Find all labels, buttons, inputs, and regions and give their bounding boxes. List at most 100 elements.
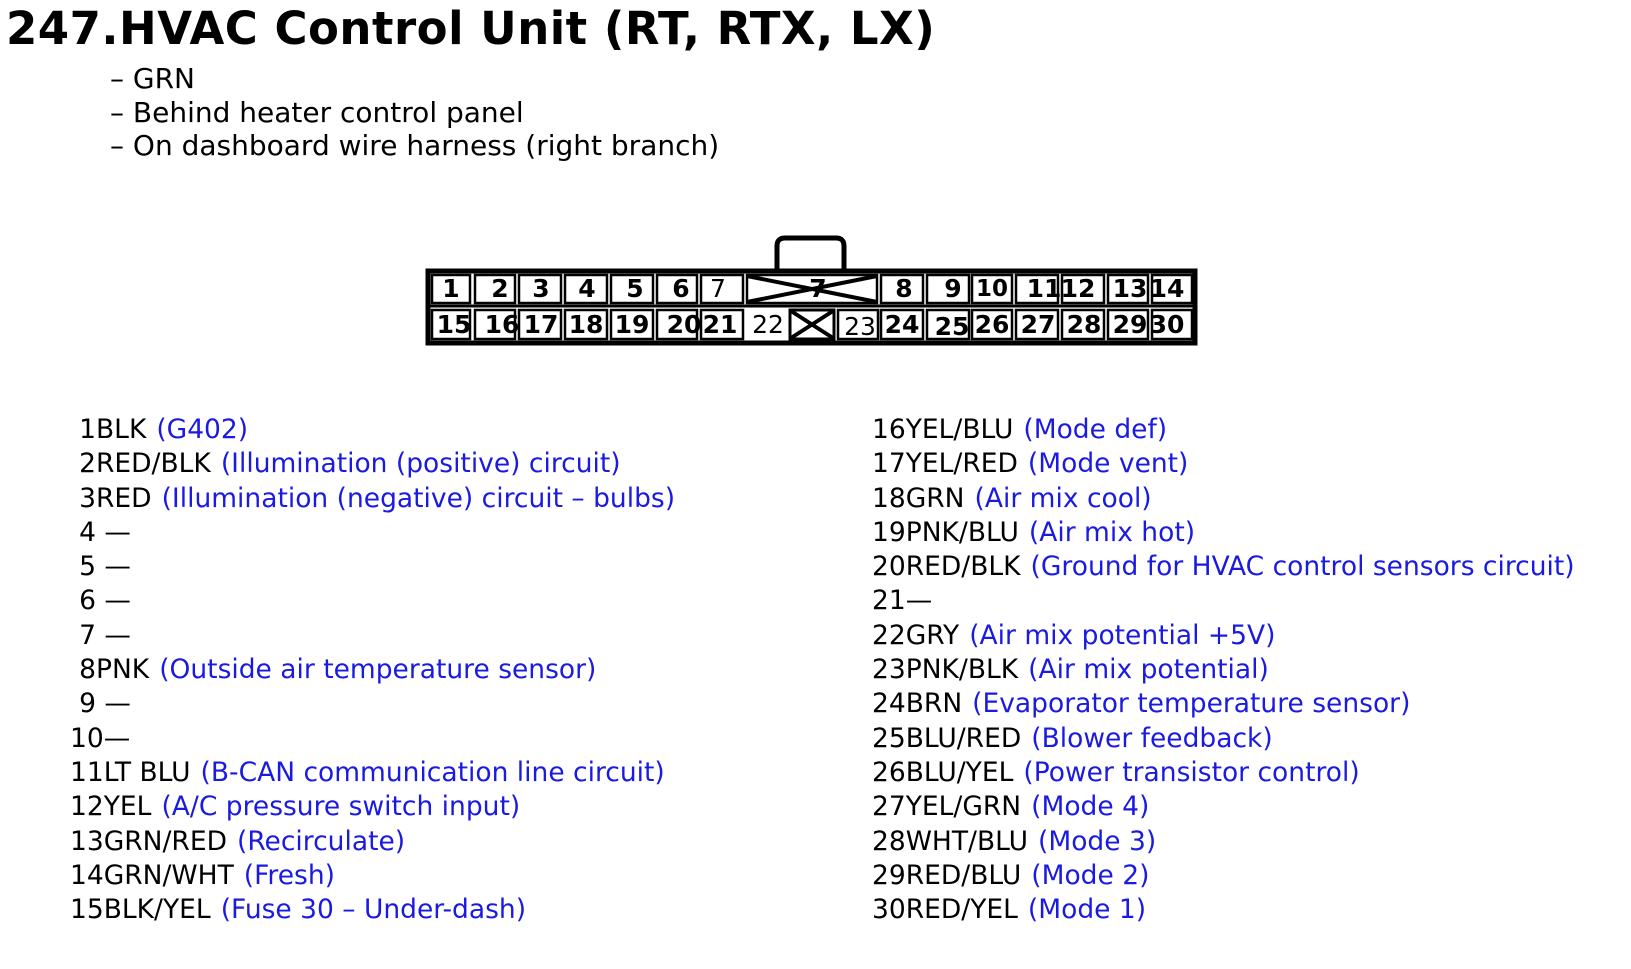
cavity-label: 13: [1113, 274, 1148, 303]
wire-color: BLK: [96, 414, 147, 445]
cavity-label: 7: [710, 274, 726, 303]
pin-function: (Ground for HVAC control sensors circuit…: [1030, 551, 1575, 583]
pin-number: 7: [79, 619, 96, 651]
cavity: [473, 273, 517, 305]
cavity-label: 25: [935, 312, 970, 341]
pin-entry: 20RED/BLK (Ground for HVAC control sensor…: [872, 550, 1575, 584]
wire-color: —: [96, 516, 131, 548]
pin-function: (Air mix potential): [1028, 654, 1269, 686]
wire-color: —: [905, 585, 933, 617]
cavity: [1150, 273, 1194, 305]
pin-entry: 12YEL(A/C pressure switch input): [70, 790, 675, 824]
connector-bottom-row: 15 16 17 18 19 20 21 22 23 24 25 26 27 2…: [430, 308, 1194, 341]
cavity: [655, 273, 699, 305]
pin-entry: 23PNK/BLK (Air mix potential): [872, 653, 1575, 687]
pin-function: (Illumination (negative) circuit – bulbs…: [161, 482, 676, 514]
pin-function: (Mode def): [1023, 414, 1168, 445]
pin-function: (Air mix hot): [1028, 516, 1196, 548]
pin-entry: 24BRN(Evaporator temperature sensor): [872, 687, 1575, 721]
pin-number: 22: [872, 619, 906, 651]
pin-number: 16: [872, 414, 906, 445]
cavity: [563, 273, 609, 305]
cavity: [1060, 308, 1106, 341]
cavity-label: 6: [672, 274, 689, 303]
cavity-label: 18: [569, 310, 604, 339]
cavity-label: 29: [1113, 310, 1148, 339]
cavity: [1014, 308, 1060, 341]
note-location: Behind heater control panel: [110, 96, 719, 130]
pin-entry: 17YEL/RED(Mode vent): [872, 447, 1575, 481]
wire-color: RED/BLK: [96, 448, 211, 480]
cavity: [699, 308, 745, 341]
blocked-cavity: [788, 308, 836, 341]
cavity: [925, 273, 971, 305]
pin-entry: 14GRN/WHT(Fresh): [70, 859, 675, 893]
cavity: [517, 273, 563, 305]
page-title: 247.HVAC Control Unit (RT, RTX, LX): [6, 2, 936, 55]
pin-number: 25: [872, 722, 906, 754]
cavity-label: 15: [437, 310, 472, 339]
cavity: [1150, 308, 1194, 341]
pin-number: 21: [872, 585, 906, 617]
wire-color: RED/BLK: [905, 551, 1021, 583]
cavity-label: 3: [532, 274, 549, 303]
pin-entry: 8PNK(Outside air temperature sensor): [70, 653, 675, 687]
wire-color: GRN/RED: [103, 825, 227, 857]
wire-color: BLU/RED: [905, 722, 1022, 754]
pin-function: (Mode 4): [1031, 791, 1150, 823]
wire-color: RED/YEL: [905, 894, 1018, 926]
pin-number: 11: [70, 756, 104, 788]
pin-number: 20: [872, 551, 906, 583]
pin-entry: 7 —: [70, 619, 675, 653]
wire-color: YEL/RED: [905, 448, 1018, 480]
wire-color: LT BLU: [103, 756, 191, 788]
pin-number: 17: [872, 448, 906, 480]
pin-number: 2: [79, 448, 96, 480]
pin-entry: 9 —: [70, 687, 675, 721]
pin-function: (Power transistor control): [1023, 756, 1360, 788]
wire-color: PNK/BLK: [905, 654, 1019, 686]
cavity: [430, 273, 472, 305]
pin-function: (B-CAN communication line circuit): [200, 756, 665, 788]
cavity-label: 14: [1150, 274, 1185, 303]
pin-function: (A/C pressure switch input): [161, 791, 521, 823]
pin-entry: 13GRN/RED(Recirculate): [70, 825, 675, 859]
wire-color: GRN/WHT: [103, 859, 234, 891]
cavity: [563, 308, 609, 341]
wire-color: GRN: [905, 482, 965, 514]
cavity-label: 5: [626, 274, 643, 303]
cavity-label: 9: [944, 274, 961, 303]
pin-entry: 19PNK/BLU(Air mix hot): [872, 516, 1575, 550]
pin-entry: 2RED/BLK(Illumination (positive) circuit…: [70, 447, 675, 481]
pin-number: 23: [872, 654, 906, 686]
blocked-mark: [746, 274, 878, 304]
pin-entry: 16YEL/BLU(Mode def): [872, 413, 1575, 447]
wire-color: —: [96, 585, 131, 617]
cavity: [609, 273, 655, 305]
pin-number: 27: [872, 791, 906, 823]
pin-list-left: 1BLK(G402)2RED/BLK(Illumination (positiv…: [70, 413, 675, 927]
pin-function: (Recirculate): [237, 825, 406, 857]
wire-color: —: [96, 619, 131, 651]
pin-number: 9: [79, 688, 96, 720]
cavity-label: 11: [1027, 274, 1062, 303]
cavity-label: 4: [578, 274, 595, 303]
pin-number: 30: [872, 894, 906, 926]
cavity: [1106, 308, 1150, 341]
note-color: GRN: [110, 62, 719, 96]
cavity-label: 28: [1067, 310, 1102, 339]
pin-function: (Evaporator temperature sensor): [972, 688, 1411, 720]
wire-color: PNK: [96, 654, 150, 686]
cavity-label: 26: [975, 310, 1010, 339]
pin-entry: 18GRN(Air mix cool): [872, 482, 1575, 516]
cavity: [970, 273, 1014, 305]
connector-top-row: 1 2 3 4 5 6 7 7 8 9 10 11 12 13 14: [430, 273, 1194, 305]
cavity-label: 19: [615, 310, 650, 339]
pin-function: (Mode 2): [1031, 859, 1150, 891]
cavity: [655, 308, 699, 341]
cavity: [925, 308, 971, 341]
pin-number: 4: [79, 516, 96, 548]
pin-number: 28: [872, 825, 906, 857]
connector-diagram: 1 2 3 4 5 6 7 7 8 9 10 11 12 13 14 15: [425, 235, 1198, 346]
pin-number: 1: [79, 414, 96, 445]
